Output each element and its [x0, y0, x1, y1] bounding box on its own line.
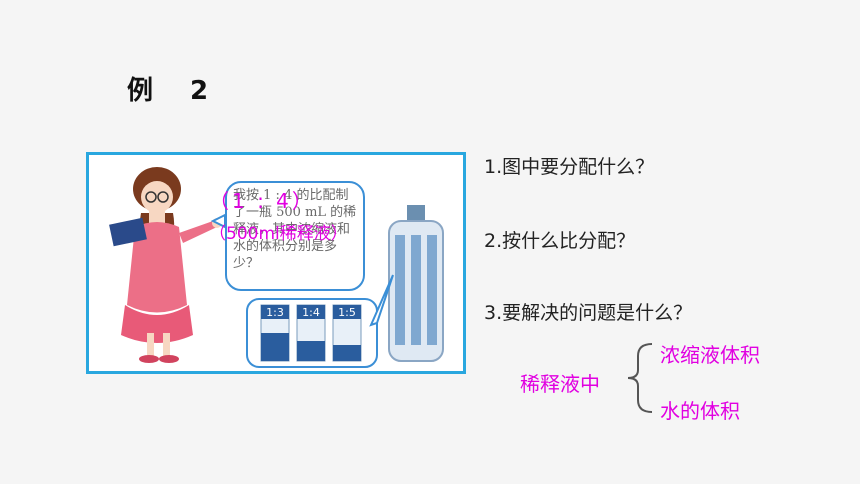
- beaker-label-1: 1:3: [266, 306, 284, 319]
- volume-annotation: （500ml稀释液）: [209, 224, 348, 244]
- measuring-cylinder: [388, 205, 444, 362]
- speech-bubble: 我按 1 : 4 的比配制了一瓶 500 mL 的稀释液，其中浓缩液和水的体积分…: [225, 181, 365, 291]
- question-1: 1.图中要分配什么？: [484, 156, 655, 178]
- water-volume-label: 水的体积: [660, 399, 740, 423]
- illustration-panel: 1:3 1:4 1:5 我按 1 : 4 的比配制了一瓶 500 mL 的稀释液…: [86, 152, 466, 374]
- example-title: 例 2: [127, 76, 223, 106]
- ratio-annotation: （1 : 4）: [209, 189, 315, 213]
- question-3: 3.要解决的问题是什么？: [484, 302, 693, 324]
- beaker-label-2: 1:4: [302, 306, 320, 319]
- diluted-solution-label: 稀释液中: [520, 372, 600, 396]
- teacher-figure: [109, 167, 222, 363]
- beaker-label-3: 1:5: [338, 306, 356, 319]
- concentrate-volume-label: 浓缩液体积: [660, 343, 760, 367]
- question-2: 2.按什么比分配？: [484, 230, 636, 252]
- beaker-1:5: [332, 304, 362, 362]
- beaker-1:3: [260, 304, 290, 362]
- brace-icon: [627, 343, 653, 413]
- beaker-1:4: [296, 304, 326, 362]
